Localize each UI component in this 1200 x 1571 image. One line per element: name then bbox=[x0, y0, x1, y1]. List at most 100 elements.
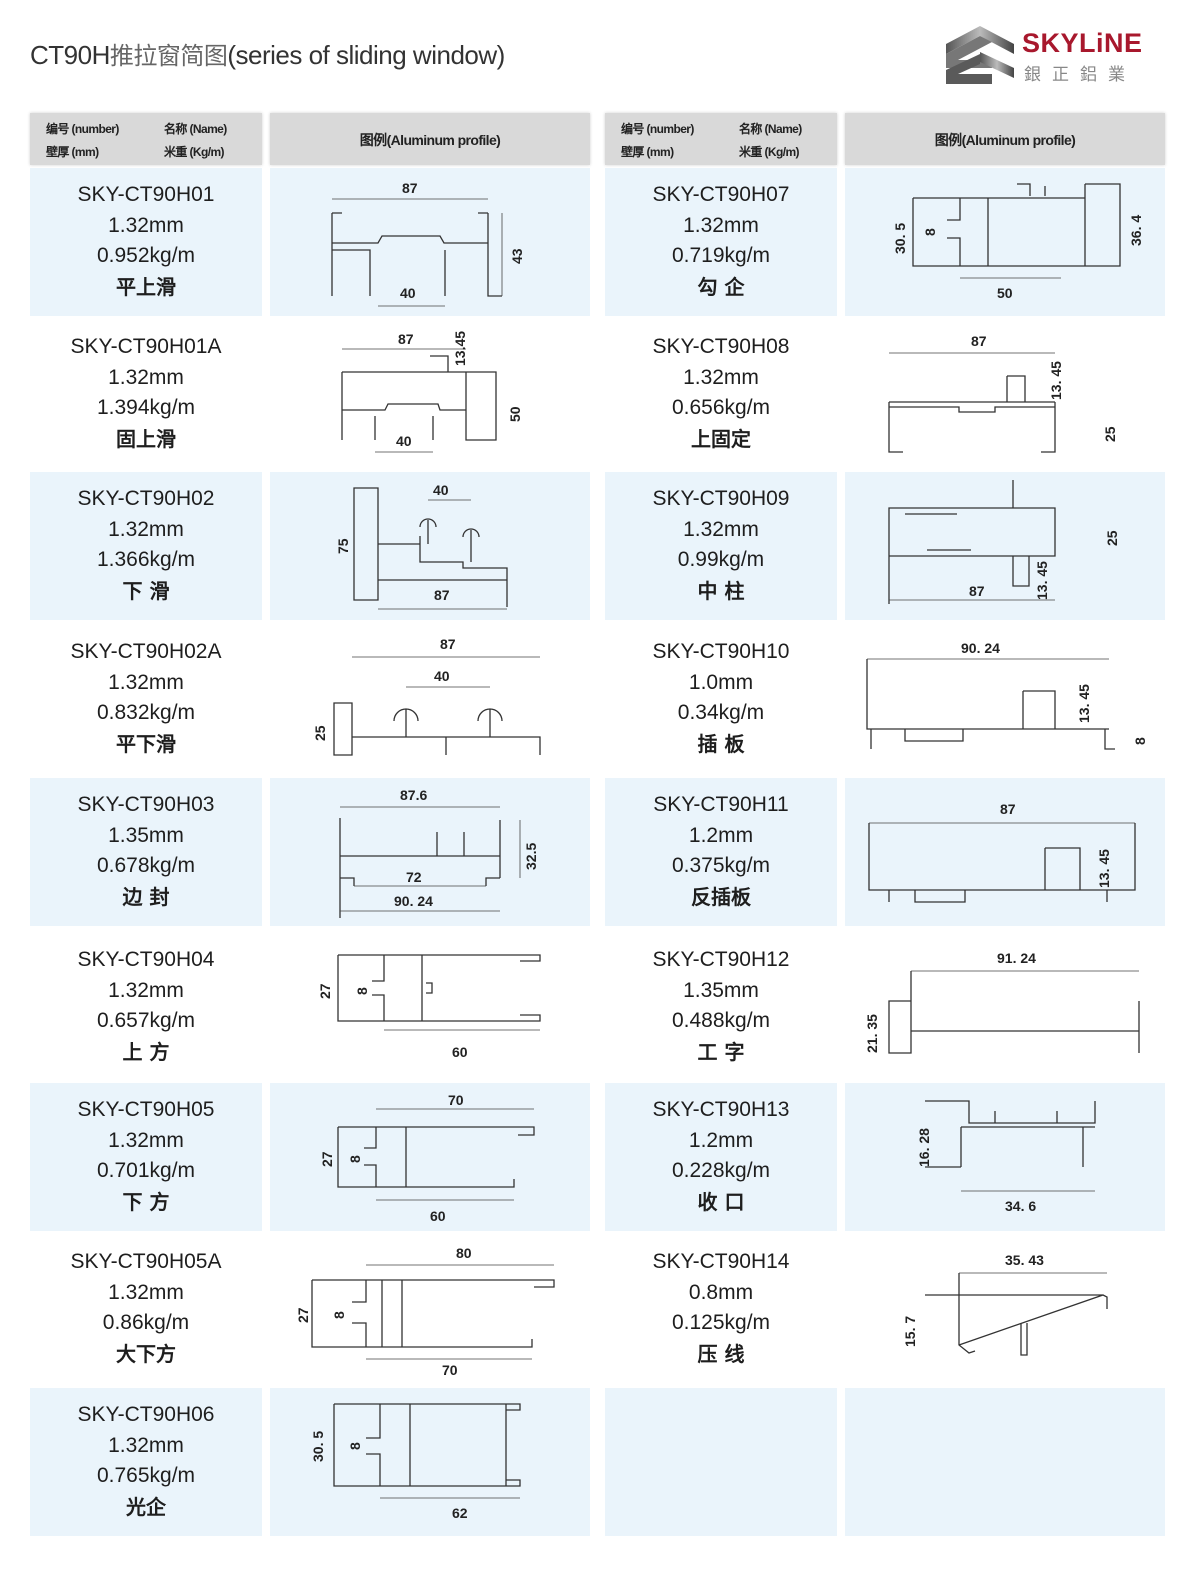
right-header-info: 编号 (number) 名称 (Name) 壁厚 (mm) 米重 (Kg/m) bbox=[605, 113, 837, 165]
profile-name: 下 方 bbox=[122, 1189, 170, 1214]
svg-text:90. 24: 90. 24 bbox=[961, 640, 1000, 656]
title-series-code: CT90H bbox=[30, 40, 110, 70]
profile-code: SKY-CT90H01 bbox=[77, 183, 215, 206]
svg-text:13. 45: 13. 45 bbox=[1034, 561, 1050, 600]
profile-drawing: 90. 24 13. 45 8 bbox=[845, 625, 1165, 773]
aluminum-profile-diagram: 91. 24 21. 35 bbox=[864, 950, 1140, 1054]
profile-info: SKY-CT90H09 1.32mm 0.99kg/m 中 柱 bbox=[605, 472, 837, 620]
aluminum-profile-diagram: 87.6 32.5 72 90. 24 bbox=[339, 787, 539, 918]
profile-name: 中 柱 bbox=[697, 578, 745, 603]
svg-text:25: 25 bbox=[1102, 426, 1118, 442]
profile-code: SKY-CT90H12 bbox=[652, 948, 790, 971]
profile-info: SKY-CT90H13 1.2mm 0.228kg/m 收 口 bbox=[605, 1083, 837, 1231]
profile-thickness: 1.0mm bbox=[688, 670, 754, 694]
profile-thickness: 1.32mm bbox=[108, 517, 184, 541]
svg-text:50: 50 bbox=[507, 406, 523, 422]
aluminum-profile-diagram: 87 13. 45 bbox=[868, 801, 1136, 903]
svg-text:25: 25 bbox=[312, 725, 328, 741]
profile-drawing: 87 43 40 bbox=[270, 168, 590, 316]
svg-text:13. 45: 13. 45 bbox=[1076, 684, 1092, 723]
profile-info: SKY-CT90H02A 1.32mm 0.832kg/m 平下滑 bbox=[30, 625, 262, 773]
profile-info: SKY-CT90H03 1.35mm 0.678kg/m 边 封 bbox=[30, 778, 262, 926]
aluminum-profile-diagram: 27 8 60 bbox=[317, 954, 541, 1060]
profile-drawing: 30. 5 8 62 bbox=[270, 1388, 590, 1536]
svg-text:30. 5: 30. 5 bbox=[310, 1431, 326, 1462]
left-header-info: 编号 (number) 名称 (Name) 壁厚 (mm) 米重 (Kg/m) bbox=[30, 113, 262, 165]
profile-weight: 1.366kg/m bbox=[96, 548, 196, 571]
aluminum-profile-diagram: 70 27 8 60 bbox=[319, 1092, 535, 1224]
profile-weight: 0.125kg/m bbox=[671, 1311, 771, 1334]
svg-text:70: 70 bbox=[442, 1362, 458, 1378]
svg-text:13.45: 13.45 bbox=[452, 331, 468, 366]
logo-brand-chinese: 銀正鋁業 bbox=[1024, 65, 1136, 85]
profile-thickness: 1.32mm bbox=[108, 1128, 184, 1152]
profile-code: SKY-CT90H13 bbox=[652, 1098, 790, 1121]
profile-info: SKY-CT90H10 1.0mm 0.34kg/m 插 板 bbox=[605, 625, 837, 773]
profile-info: SKY-CT90H06 1.32mm 0.765kg/m 光企 bbox=[30, 1388, 262, 1536]
title-chinese: 推拉窗简图 bbox=[109, 43, 228, 70]
svg-text:8: 8 bbox=[922, 228, 938, 236]
svg-text:90. 24: 90. 24 bbox=[394, 893, 433, 909]
svg-text:75: 75 bbox=[335, 538, 351, 554]
profile-code: SKY-CT90H01A bbox=[70, 335, 222, 358]
svg-text:72: 72 bbox=[406, 869, 422, 885]
empty-drawing-cell bbox=[845, 1388, 1165, 1536]
left-header-profile: 图例(Aluminum profile) bbox=[270, 113, 590, 165]
svg-text:34. 6: 34. 6 bbox=[1005, 1198, 1036, 1214]
profile-thickness: 1.32mm bbox=[683, 365, 759, 389]
header-profile-label: 图例(Aluminum profile) bbox=[934, 132, 1076, 148]
svg-text:40: 40 bbox=[400, 285, 416, 301]
aluminum-profile-diagram: 40 75 87 bbox=[335, 482, 508, 610]
profile-weight: 0.228kg/m bbox=[671, 1159, 771, 1182]
svg-text:40: 40 bbox=[433, 482, 449, 498]
svg-text:8: 8 bbox=[347, 1155, 363, 1163]
page-title: CT90H推拉窗简图(series of sliding window) bbox=[30, 36, 505, 71]
svg-text:13. 45: 13. 45 bbox=[1048, 361, 1064, 400]
profile-drawing: 80 27 8 70 bbox=[270, 1235, 590, 1383]
profile-weight: 0.656kg/m bbox=[671, 396, 771, 419]
header-number-label: 编号 (number) bbox=[621, 122, 694, 136]
svg-text:40: 40 bbox=[434, 668, 450, 684]
profile-weight: 0.719kg/m bbox=[671, 244, 771, 267]
profile-weight: 0.678kg/m bbox=[96, 854, 196, 877]
profile-weight: 1.394kg/m bbox=[96, 396, 196, 419]
profile-thickness: 1.35mm bbox=[108, 823, 184, 847]
profile-drawing: 87 13. 45 bbox=[845, 778, 1165, 926]
header-name-label: 名称 (Name) bbox=[739, 122, 802, 136]
header-number-label: 编号 (number) bbox=[46, 122, 119, 136]
profile-info: SKY-CT90H11 1.2mm 0.375kg/m 反插板 bbox=[605, 778, 837, 926]
header-weight-label: 米重 (Kg/m) bbox=[164, 145, 225, 159]
profile-thickness: 1.2mm bbox=[688, 1128, 754, 1152]
header-profile-label: 图例(Aluminum profile) bbox=[359, 132, 501, 148]
aluminum-profile-diagram: 80 27 8 70 bbox=[295, 1245, 555, 1378]
profile-weight: 0.701kg/m bbox=[96, 1159, 196, 1182]
svg-text:60: 60 bbox=[430, 1208, 446, 1224]
svg-text:87: 87 bbox=[1000, 801, 1016, 817]
svg-text:80: 80 bbox=[456, 1245, 472, 1261]
svg-text:8: 8 bbox=[347, 1442, 363, 1450]
profile-name: 下 滑 bbox=[122, 578, 170, 603]
svg-text:8: 8 bbox=[1132, 737, 1148, 745]
svg-text:70: 70 bbox=[448, 1092, 464, 1108]
profile-info: SKY-CT90H12 1.35mm 0.488kg/m 工 字 bbox=[605, 933, 837, 1081]
profile-drawing: 27 8 60 bbox=[270, 933, 590, 1081]
profile-name: 勾 企 bbox=[697, 274, 745, 299]
profile-weight: 0.99kg/m bbox=[677, 548, 765, 571]
aluminum-profile-diagram: 30. 5 8 62 bbox=[310, 1403, 521, 1521]
profile-weight: 0.832kg/m bbox=[96, 701, 196, 724]
profile-name: 反插板 bbox=[691, 884, 751, 909]
svg-text:40: 40 bbox=[396, 433, 412, 449]
svg-text:27: 27 bbox=[295, 1307, 311, 1323]
profile-info: SKY-CT90H14 0.8mm 0.125kg/m 压 线 bbox=[605, 1235, 837, 1383]
svg-text:87: 87 bbox=[969, 583, 985, 599]
aluminum-profile-diagram: 87 43 40 bbox=[331, 180, 525, 307]
profile-code: SKY-CT90H09 bbox=[652, 487, 790, 510]
profile-info: SKY-CT90H08 1.32mm 0.656kg/m 上固定 bbox=[605, 320, 837, 468]
profile-code: SKY-CT90H04 bbox=[77, 948, 215, 971]
aluminum-profile-diagram: 87 13. 45 25 bbox=[888, 333, 1118, 453]
profile-code: SKY-CT90H03 bbox=[77, 793, 215, 816]
profile-drawing: 40 75 87 bbox=[270, 472, 590, 620]
aluminum-profile-diagram: 35. 43 15. 7 bbox=[902, 1252, 1108, 1356]
profile-info: SKY-CT90H07 1.32mm 0.719kg/m 勾 企 bbox=[605, 168, 837, 316]
aluminum-profile-diagram: 90. 24 13. 45 8 bbox=[866, 640, 1148, 750]
